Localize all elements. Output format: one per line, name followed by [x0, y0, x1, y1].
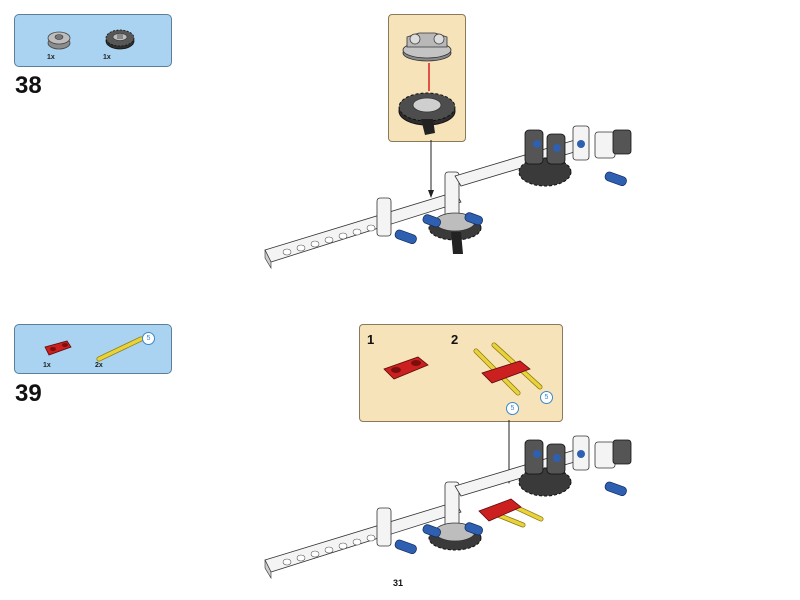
connector-with-axles-icon [473, 342, 543, 396]
turntable-bottom-icon [47, 31, 71, 50]
sub-assembly-callout-39: 1 2 5 5 [359, 324, 563, 422]
part-qty-2: 2x [95, 362, 103, 369]
axle-length-badge-a: 5 [506, 402, 519, 415]
part-qty-1: 1x [43, 362, 51, 369]
sub-step-number-2: 2 [451, 332, 459, 347]
assembly-arrow-icon [428, 63, 430, 91]
sub-assembly-callout-38 [388, 14, 466, 142]
turntable-gear-icon [398, 92, 456, 135]
long-beam [264, 501, 462, 580]
part-qty-2: 1x [103, 54, 111, 61]
turntable-top-icon [402, 32, 452, 62]
parts-list-step-39: 5 1x 2x [14, 324, 172, 374]
yellow-axle-icon [96, 336, 144, 362]
part-qty-1: 1x [47, 54, 55, 61]
step-number-39: 39 [15, 380, 42, 407]
technic-model-step-38 [264, 125, 632, 270]
turntable-gear-icon [105, 29, 135, 50]
page-number: 31 [393, 578, 404, 588]
axle-length-badge: 5 [142, 332, 155, 345]
sub-step-number-1: 1 [367, 332, 375, 347]
callout-pointer-line [428, 140, 434, 198]
step-number-38: 38 [15, 72, 42, 99]
parts-list-step-38: 1x 1x [14, 14, 172, 67]
red-connector-icon [44, 340, 72, 356]
axle-length-badge-b: 5 [540, 391, 553, 404]
technic-model-step-39 [264, 435, 632, 580]
long-beam [264, 191, 462, 270]
red-connector-icon [383, 356, 429, 380]
